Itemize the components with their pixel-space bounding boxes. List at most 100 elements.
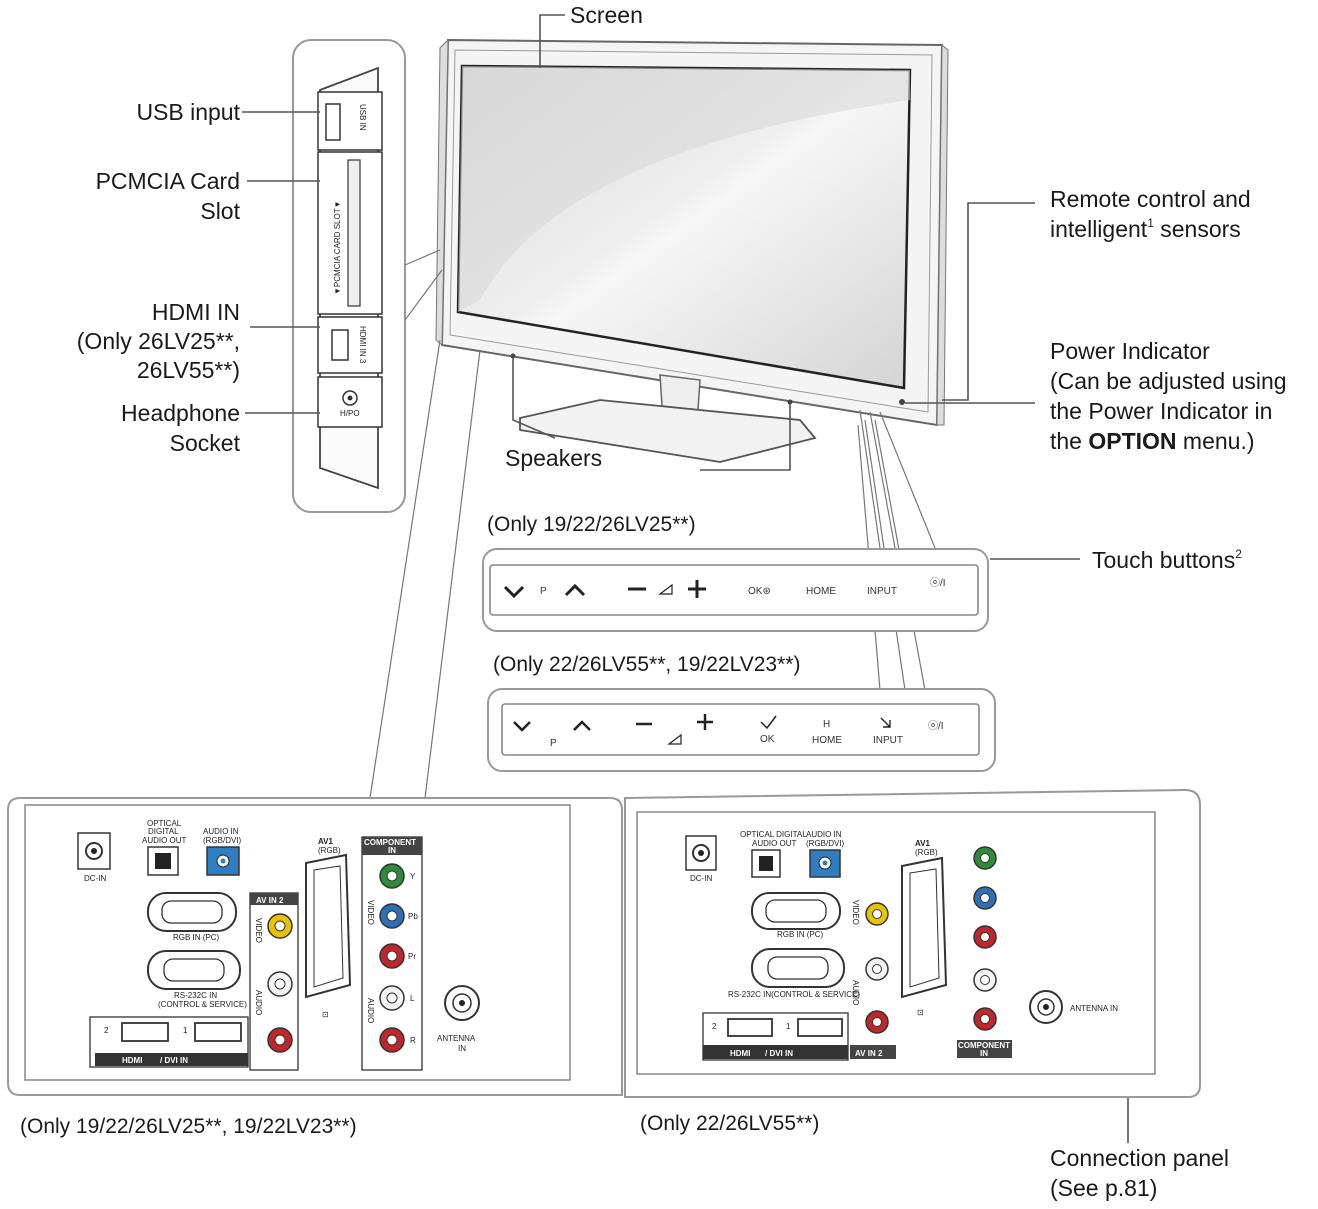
av-in-2-label: AV IN 2: [256, 896, 284, 905]
usb-port-label: USB IN: [358, 104, 367, 131]
component-label-r1: COMPONENT: [958, 1041, 1010, 1050]
touch-bottom-power[interactable]: ⓞ/I: [928, 720, 944, 732]
label-usb-input: USB input: [136, 99, 240, 125]
touch-top-input[interactable]: INPUT: [867, 586, 897, 597]
optical-label-2: DIGITAL: [148, 827, 179, 836]
audio-in-label-r1: AUDIO IN: [806, 830, 842, 839]
label-power-4: the OPTION menu.): [1050, 428, 1255, 454]
av1-rgb-label: (RGB): [318, 846, 341, 855]
audio-in-port: [206, 846, 240, 876]
antenna-label-1: ANTENNA: [437, 1034, 476, 1043]
hdmi-side-label: HDMI IN 3: [358, 326, 367, 364]
power-indicator-dot: [899, 399, 905, 405]
label-pcmcia-2: Slot: [200, 198, 240, 224]
touch-top-ok[interactable]: OK⊛: [748, 586, 771, 597]
caption-panel-right: (Only 22/26LV55**): [640, 1112, 819, 1135]
ok-check-icon: [760, 715, 777, 730]
touch-top-power[interactable]: ⓞ/I: [930, 577, 946, 589]
label-hdmi-1: HDMI IN: [152, 299, 240, 325]
component-pb-label: Pb: [408, 912, 418, 921]
channel-up-icon-2[interactable]: [573, 720, 591, 731]
dvi-in-label: / DVI IN: [160, 1056, 188, 1065]
channel-up-icon[interactable]: [564, 583, 586, 597]
touch-bottom-input[interactable]: INPUT: [873, 735, 903, 746]
tv-body: [435, 38, 949, 463]
component-pr-label: Pr: [408, 952, 416, 961]
label-connection-1: Connection panel: [1050, 1145, 1229, 1171]
hdmi-2-label: 2: [104, 1026, 109, 1035]
optical-label-1: OPTICAL: [147, 819, 182, 828]
component-audio-label: AUDIO: [366, 998, 375, 1023]
caption-panel-left: (Only 19/22/26LV25**, 19/22LV23**): [20, 1115, 357, 1138]
side-panel: USB IN ▼PCMCIA CARD SLOT▼ HDMI IN 3 H/PO: [292, 39, 443, 513]
label-power-3: the Power Indicator in: [1050, 398, 1272, 424]
touch-bottom-ok[interactable]: OK: [760, 734, 775, 745]
component-label-2: IN: [388, 846, 396, 855]
connection-panel-right: DC-IN OPTICAL DIGITAL AUDIO OUT AUDIO IN…: [624, 788, 1201, 1098]
label-speakers: Speakers: [505, 445, 602, 471]
caption-touch-top: (Only 19/22/26LV25**): [487, 513, 696, 536]
hdmi-1-label-r: 1: [786, 1022, 791, 1031]
scart-icon-r: ⊡: [917, 1008, 924, 1017]
optical-label-r: OPTICAL DIGITAL: [740, 830, 807, 839]
dc-in-label-r: DC-IN: [690, 874, 712, 883]
touch-bottom-home[interactable]: HOME: [812, 735, 842, 746]
label-touch-buttons: Touch buttons2: [1092, 547, 1242, 573]
scart-port-r: [901, 856, 948, 999]
hdmi-port-1: [194, 1022, 242, 1042]
pcmcia-slot-label: ▼PCMCIA CARD SLOT▼: [333, 200, 342, 295]
label-connection-2: (See p.81): [1050, 1175, 1157, 1201]
touch-bottom-p: P: [550, 738, 557, 749]
hdmi-port-2: [121, 1022, 169, 1042]
channel-down-icon-2[interactable]: [513, 721, 531, 732]
antenna-label-r: ANTENNA IN: [1070, 1004, 1118, 1013]
input-arrow-icon: [880, 717, 891, 728]
component-l-label: L: [410, 994, 415, 1003]
caption-touch-bottom: (Only 22/26LV55**, 19/22LV23**): [493, 653, 800, 676]
scart-icon: ⊡: [322, 1010, 329, 1019]
hdmi-logo-r: HDMI: [730, 1049, 750, 1058]
touch-buttons-top: P OK⊛ HOME INPUT ⓞ/I: [482, 548, 989, 632]
callout-labels: Screen USB input PCMCIA Card Slot HDMI I…: [20, 2, 1287, 1201]
optical-label-r2: AUDIO OUT: [752, 839, 797, 848]
volume-icon: [658, 583, 673, 595]
component-video-label: VIDEO: [366, 900, 375, 925]
component-label-1: COMPONENT: [364, 838, 416, 847]
touch-bottom-h: H: [823, 719, 830, 730]
touch-top-home[interactable]: HOME: [806, 586, 836, 597]
dvi-in-label-r: / DVI IN: [765, 1049, 793, 1058]
volume-up-icon[interactable]: [688, 580, 706, 598]
rs232-label-r: RS-232C IN(CONTROL & SERVICE): [728, 990, 860, 999]
antenna-label-2: IN: [458, 1044, 466, 1053]
hdmi-port-1-r: [797, 1018, 843, 1037]
audio-in-label-2: (RGB/DVI): [203, 836, 242, 845]
av2-audio-label-r: AUDIO: [851, 980, 860, 1005]
label-hdmi-2: (Only 26LV25**,: [77, 328, 240, 354]
touch-top-p: P: [540, 586, 547, 597]
rgb-in-label: RGB IN (PC): [173, 933, 220, 942]
scart-port: [305, 853, 352, 999]
av-in-2-label-r: AV IN 2: [855, 1049, 883, 1058]
connection-panel-left: DC-IN OPTICAL DIGITAL AUDIO OUT AUDIO IN…: [7, 797, 623, 1096]
label-power-1: Power Indicator: [1050, 338, 1210, 364]
av2-video-label: VIDEO: [254, 918, 263, 943]
hdmi-1-label: 1: [183, 1026, 188, 1035]
label-headphone-2: Socket: [170, 430, 241, 456]
touch-buttons-bottom: P OK H HOME INPUT ⓞ/I: [487, 688, 996, 772]
av2-video-label-r: VIDEO: [851, 900, 860, 925]
optical-label-3: AUDIO OUT: [142, 836, 187, 845]
rgb-in-label-r: RGB IN (PC): [777, 930, 824, 939]
channel-down-icon[interactable]: [503, 585, 525, 599]
component-y-label: Y: [410, 872, 416, 881]
label-pcmcia-1: PCMCIA Card: [96, 168, 240, 194]
label-power-2: (Can be adjusted using: [1050, 368, 1287, 394]
volume-up-icon-2[interactable]: [697, 714, 713, 730]
volume-icon-2: [667, 733, 682, 745]
label-hdmi-3: 26LV55**): [137, 357, 240, 383]
hdmi-2-label-r: 2: [712, 1022, 717, 1031]
label-headphone-1: Headphone: [121, 400, 240, 426]
component-label-r2: IN: [980, 1049, 988, 1058]
label-remote-1: Remote control and: [1050, 186, 1251, 212]
component-r-label: R: [410, 1036, 416, 1045]
